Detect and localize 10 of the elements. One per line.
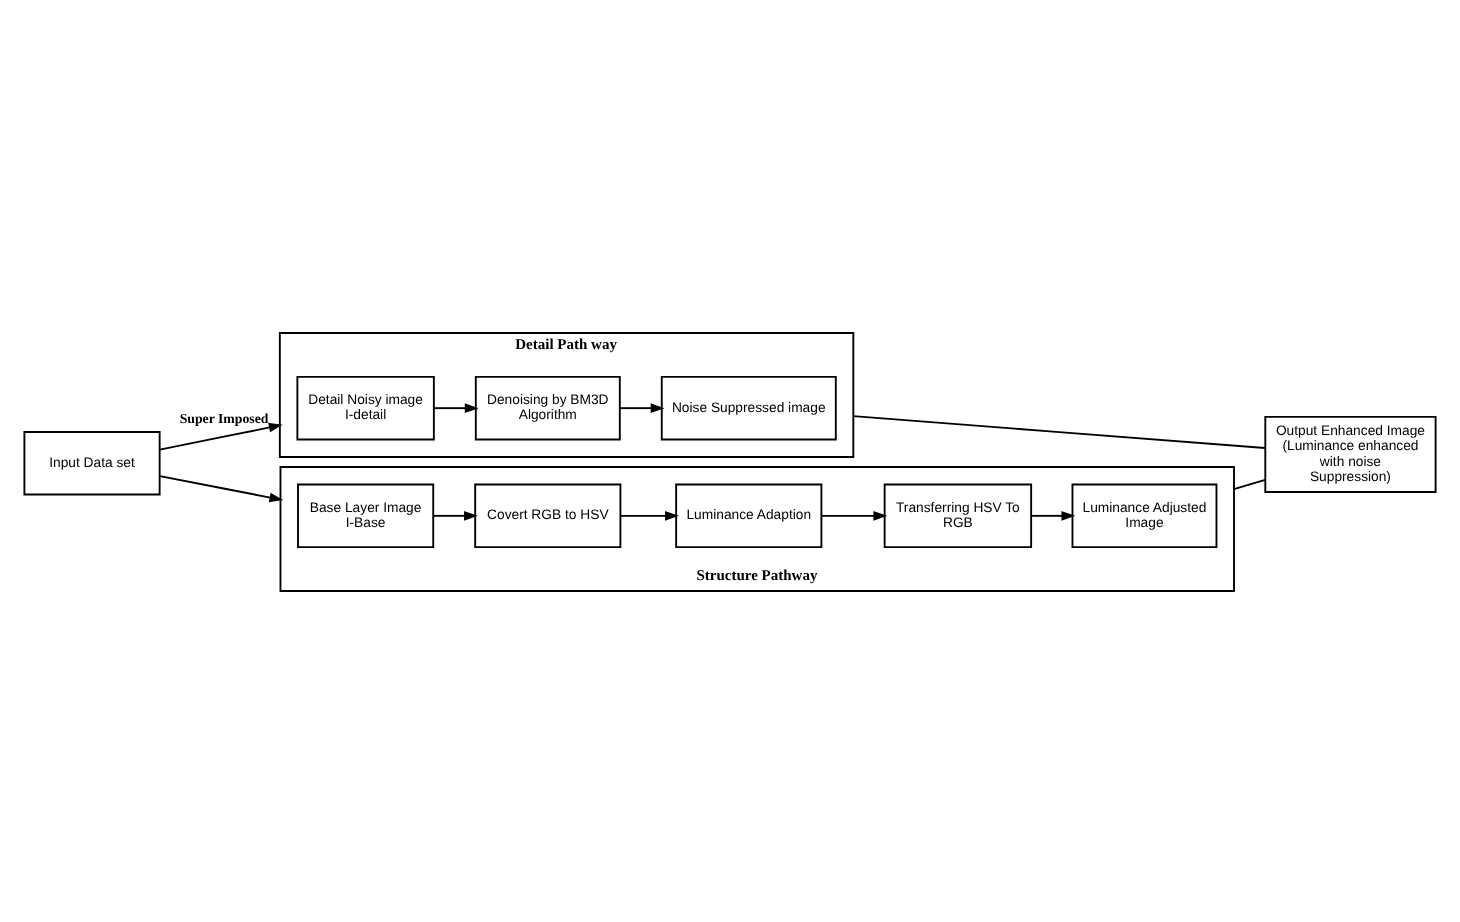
connector: [852, 414, 1266, 448]
arrow: [433, 402, 479, 412]
arrow: [432, 510, 478, 520]
arrow: [1030, 510, 1076, 520]
arrow: [619, 402, 665, 412]
arrow: [820, 510, 888, 520]
arrow: [619, 510, 679, 520]
arrow: [159, 474, 284, 502]
arrow: [159, 421, 283, 450]
connector: [1233, 477, 1267, 490]
